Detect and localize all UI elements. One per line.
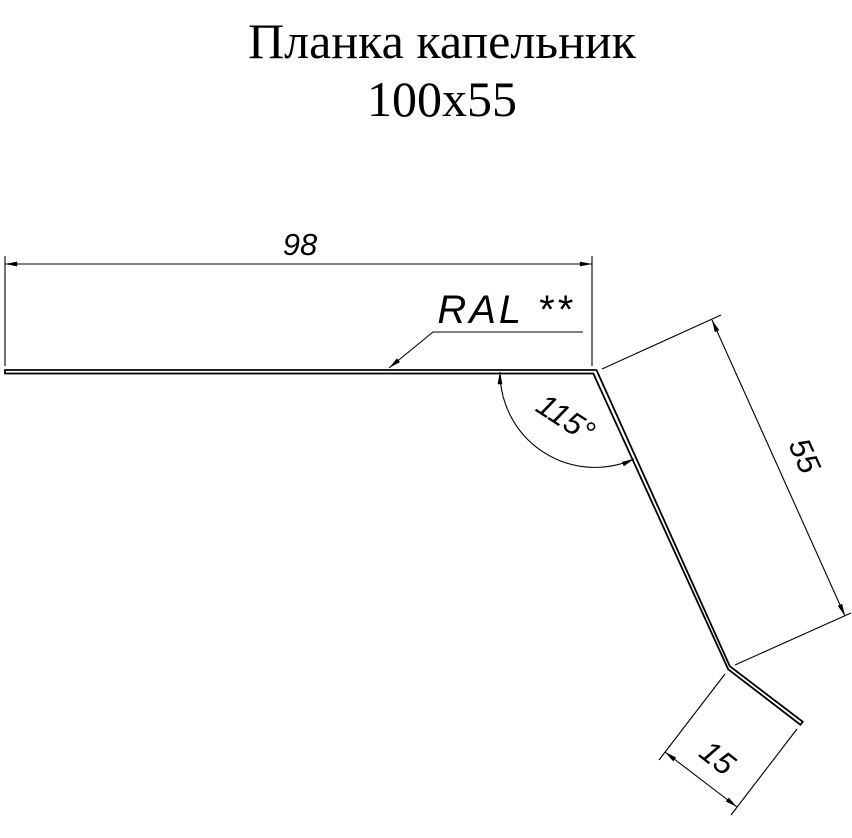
ral-leader-line (388, 331, 583, 369)
dim-15-extension-right (730, 728, 798, 816)
dim-width-98: 98 (4, 227, 593, 366)
dim-side-value: 55 (782, 433, 828, 479)
profile-outline (4, 369, 805, 726)
drawing-title-line1: Планка капельник (248, 13, 637, 69)
drawing-title: Планка капельник 100x55 (248, 13, 637, 127)
dim-hem-15: 15 (658, 673, 798, 816)
dim-55-line (711, 319, 846, 617)
dim-side-55: 55 (601, 314, 852, 666)
angle-arc (497, 371, 635, 468)
dim-55-extension-bottom (734, 612, 852, 666)
dim-width-value: 98 (283, 227, 318, 262)
dim-55-extension-top (601, 314, 722, 370)
dim-hem-value: 15 (693, 733, 742, 782)
profile-sheet-section (4, 369, 805, 726)
drawing-title-line2: 100x55 (367, 71, 517, 127)
dim-15-extension-left (658, 673, 726, 761)
dim-angle-value: 115° (530, 387, 601, 450)
dim-15-line (664, 751, 738, 808)
coating-label: RAL ** (437, 288, 574, 332)
leader-ral: RAL ** (388, 288, 583, 369)
